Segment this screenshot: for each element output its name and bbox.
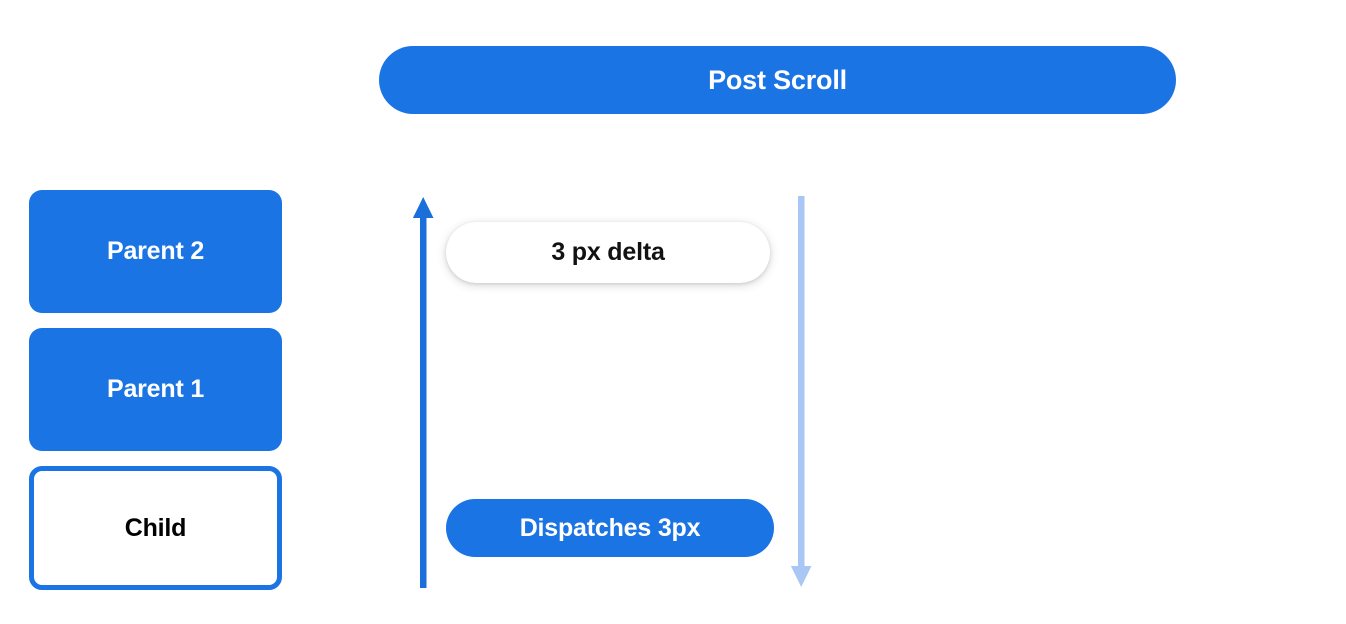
post-scroll-header: Post Scroll (379, 46, 1176, 114)
node-box-parent-1: Parent 1 (29, 328, 282, 451)
dispatch-pill: Dispatches 3px (446, 499, 774, 557)
post-scroll-header-label: Post Scroll (708, 64, 847, 95)
node-box-child-label: Child (124, 513, 187, 542)
node-box-child: Child (29, 466, 282, 590)
dispatch-pill-label: Dispatches 3px (519, 513, 701, 542)
node-box-parent-2-label: Parent 2 (106, 237, 205, 265)
node-stack: Parent 2 Parent 1 Child (29, 190, 282, 590)
node-box-parent-2: Parent 2 (29, 190, 282, 313)
bubble-up-arrow (408, 196, 438, 588)
delta-chip: 3 px delta (446, 222, 770, 283)
node-box-parent-1-label: Parent 1 (106, 375, 205, 403)
delta-chip-label: 3 px delta (551, 238, 665, 266)
scroll-down-arrow (786, 196, 816, 588)
